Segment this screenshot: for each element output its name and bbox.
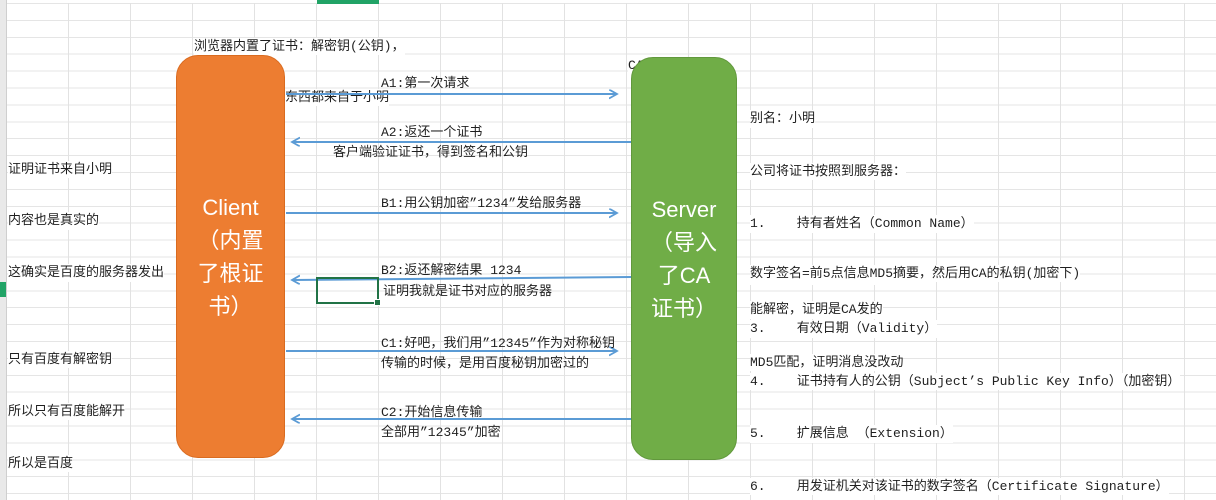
left-note-line: 所以是百度 <box>8 454 74 472</box>
selected-row-indicator <box>0 282 6 297</box>
message-sublabel-b2: 证明我就是证书对应的服务器 <box>383 284 553 299</box>
cert-line: 1. 持有者姓名（Common Name） <box>750 215 974 233</box>
server-label-line: 证书） <box>650 295 717 321</box>
cert-line: 公司将证书按照到服务器： <box>750 162 907 180</box>
message-label-b2: B2:返还解密结果 1234 <box>381 263 522 278</box>
cert-line: 4. 证书持有人的公钥（Subject’s Public Key Info）（加… <box>750 372 1181 390</box>
left-note-line: 只有百度有解密钥 <box>8 350 113 369</box>
message-label-b1: B1:用公钥加密”1234”发给服务器 <box>381 196 582 211</box>
selected-cell[interactable] <box>316 277 381 306</box>
message-label-a1: A1:第一次请求 <box>381 76 470 91</box>
cert-line: 6. 用发证机关对该证书的数字签名（Certificate Signature） <box>750 477 1169 495</box>
certificate-info-panel: 别名：小明 公司将证书按照到服务器： 1. 持有者姓名（Common Name）… <box>750 75 1181 500</box>
selected-column-indicator <box>317 0 379 4</box>
server-actor-box[interactable]: Server （导入 了CA 证书） <box>631 57 737 460</box>
verify-line: MD5匹配，证明消息没改动 <box>750 353 904 371</box>
server-label-line: （导入 <box>650 229 717 255</box>
fill-handle[interactable] <box>374 299 381 306</box>
cert-line: 3. 有效日期（Validity） <box>750 320 938 338</box>
client-label-line: （内置 <box>197 227 264 253</box>
left-note-line: 内容也是真实的 <box>8 212 100 230</box>
top-note-line: 浏览器内置了证书：解密钥(公钥)， <box>194 38 405 55</box>
message-label-c2: C2:开始信息传输 <box>381 405 483 420</box>
client-label-line: 了根证 <box>197 260 264 286</box>
client-label-line: Client <box>202 194 259 220</box>
row-header-strip <box>0 0 7 500</box>
verify-note: 能解密，证明是CA发的 MD5匹配，证明消息没改动 <box>750 266 904 406</box>
signature-note: 数字签名=前5点信息MD5摘要，然后用CA的私钥(加密下) <box>750 264 1081 282</box>
verify-line: 能解密，证明是CA发的 <box>750 301 883 319</box>
message-sublabel-c1: 传输的时候，是用百度秘钥加密过的 <box>381 356 590 371</box>
left-note-line: 这确实是百度的服务器发出 <box>8 264 165 282</box>
client-label-line: 书） <box>208 293 253 319</box>
message-label-c1: C1:好吧，我们用”12345”作为对称秘钥 <box>381 336 616 351</box>
left-note-line: 证明证书来自小明 <box>8 160 113 178</box>
left-note: 证明证书来自小明 内容也是真实的 这确实是百度的服务器发出 只有百度有解密钥 所… <box>8 126 165 500</box>
server-label-line: Server <box>651 196 717 222</box>
https-note: https请求 <box>318 470 383 500</box>
message-sublabel-a2: 客户端验证证书，得到签名和公钥 <box>333 145 529 160</box>
message-label-a2: A2:返还一个证书 <box>381 125 483 140</box>
client-actor-box[interactable]: Client （内置 了根证 书） <box>176 55 285 458</box>
message-sublabel-c2: 全部用”12345”加密 <box>381 425 501 440</box>
cert-line: 5. 扩展信息 （Extension） <box>750 425 953 443</box>
left-note-line: 所以只有百度能解开 <box>8 402 126 421</box>
server-label-line: 了CA <box>657 262 711 288</box>
cert-line: 别名：小明 <box>750 110 816 128</box>
